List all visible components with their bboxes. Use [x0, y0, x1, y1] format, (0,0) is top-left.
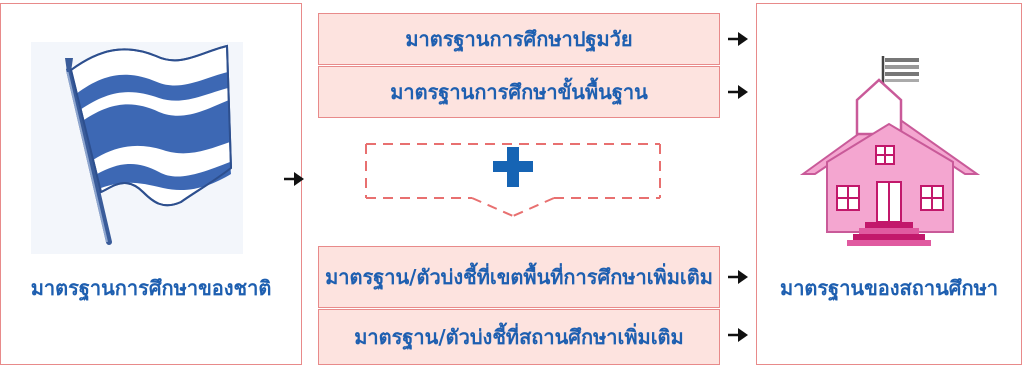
arrow-right-icon	[284, 172, 304, 186]
national-standards-panel: มาตรฐานการศึกษาของชาติ	[0, 3, 302, 365]
early-childhood-standard-label: มาตรฐานการศึกษาปฐมวัย	[405, 27, 633, 51]
arrow-right-icon	[728, 270, 748, 284]
school-standards-panel: มาตรฐานของสถานศึกษา	[756, 3, 1022, 365]
plus-icon	[493, 147, 533, 187]
school-additional-standard-label: มาตรฐาน/ตัวบ่งชี้ที่สถานศึกษาเพิ่มเติม	[354, 325, 684, 349]
school-standards-label: มาตรฐานของสถานศึกษา	[780, 276, 998, 300]
national-standards-label: มาตรฐานการศึกษาของชาติ	[30, 276, 272, 300]
arrow-right-icon	[728, 32, 748, 46]
basic-education-standard-label: มาตรฐานการศึกษาขั้นพื้นฐาน	[390, 80, 648, 104]
house-icon	[799, 56, 981, 246]
arrow-right-icon	[728, 328, 748, 342]
school-additional-standard-box: มาตรฐาน/ตัวบ่งชี้ที่สถานศึกษาเพิ่มเติม	[318, 309, 720, 365]
flag-icon	[31, 42, 243, 254]
early-childhood-standard-box: มาตรฐานการศึกษาปฐมวัย	[318, 13, 720, 65]
area-additional-standard-box: มาตรฐาน/ตัวบ่งชี้ที่เขตพื้นที่การศึกษาเพ…	[318, 246, 720, 308]
basic-education-standard-box: มาตรฐานการศึกษาขั้นพื้นฐาน	[318, 66, 720, 118]
arrow-right-icon	[728, 85, 748, 99]
plus-frame	[365, 143, 661, 217]
area-additional-standard-label: มาตรฐาน/ตัวบ่งชี้ที่เขตพื้นที่การศึกษาเพ…	[325, 265, 713, 289]
